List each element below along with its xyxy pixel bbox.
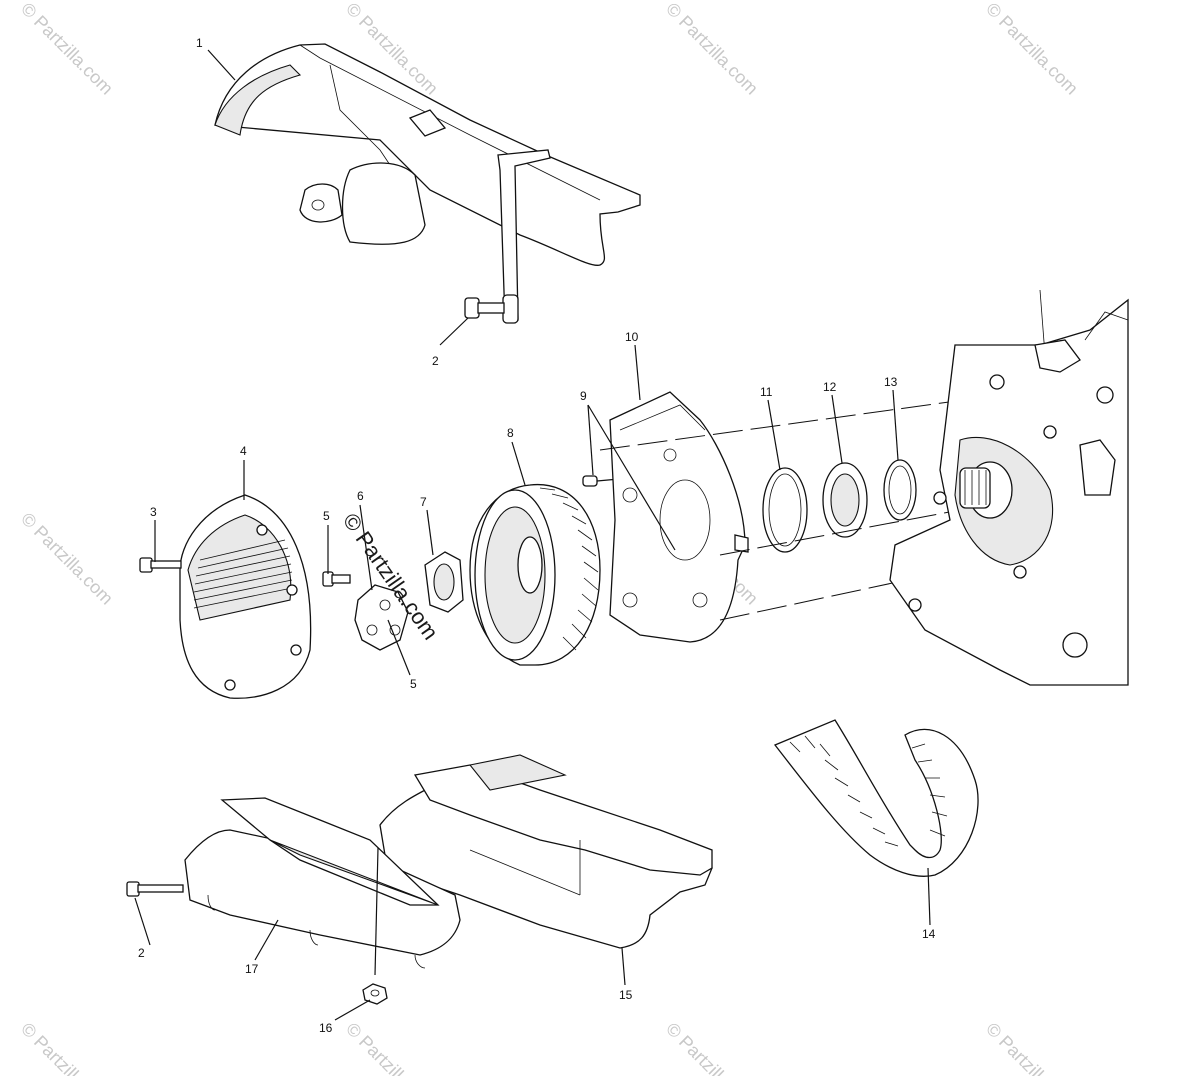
part-15-lower-guard[interactable] — [379, 754, 713, 949]
callout-15: 15 — [619, 988, 633, 1002]
part-16-nut[interactable] — [362, 983, 388, 1005]
callout-6: 6 — [357, 489, 364, 503]
watermark-text: © Partzilla.com — [342, 1019, 442, 1076]
part-2-bolt-lower[interactable] — [126, 881, 184, 897]
part-1-upper-guard[interactable] — [214, 43, 641, 324]
callout-10: 10 — [625, 330, 639, 344]
part-8-sprocket[interactable] — [469, 484, 601, 666]
callout-3: 3 — [150, 505, 157, 519]
callout-14: 14 — [922, 927, 936, 941]
watermark-text: © Partzilla.com — [982, 0, 1082, 99]
callout-11: 11 — [760, 385, 773, 399]
callout-4: 4 — [240, 444, 247, 458]
callout-labels: 1 2 3 4 5 5 6 7 8 9 10 11 12 13 14 15 16… — [138, 36, 936, 1035]
callout-7: 7 — [420, 495, 427, 509]
callout-2: 2 — [138, 946, 145, 960]
cover-fins — [193, 539, 293, 609]
callout-13: 13 — [884, 375, 898, 389]
part-3-screw[interactable] — [139, 557, 182, 573]
watermark-text: © Partzilla.com — [662, 0, 762, 99]
part-12-bearing[interactable] — [822, 462, 868, 538]
belt-teeth — [789, 735, 948, 847]
callout-5: 5 — [410, 677, 417, 691]
watermark-text: © Partzilla.com — [982, 1019, 1082, 1076]
part-7-nut[interactable] — [424, 551, 464, 613]
part-6-retainer-plate[interactable] — [354, 584, 409, 651]
sprocket-teeth — [539, 487, 599, 651]
callout-5: 5 — [323, 509, 330, 523]
callout-16: 16 — [319, 1021, 333, 1035]
chaincase-housing[interactable] — [889, 289, 1129, 686]
part-2-bolt-upper[interactable] — [464, 297, 505, 319]
part-17-lower-guard[interactable] — [184, 797, 461, 969]
watermark-text: © Partzilla.com — [17, 1019, 117, 1076]
callout-2: 2 — [432, 354, 439, 368]
part-11-snap-ring[interactable] — [762, 467, 808, 553]
callout-9: 9 — [580, 389, 587, 403]
watermark-text: © Partzilla.com — [662, 1019, 762, 1076]
watermark-text: © Partzilla.com — [17, 0, 117, 99]
part-14-drive-belt[interactable] — [773, 719, 979, 877]
part-4-drive-cover[interactable] — [179, 494, 312, 699]
part-10-housing-plate[interactable] — [609, 391, 749, 643]
part-5-bolt[interactable] — [322, 571, 351, 587]
callout-1: 1 — [196, 36, 203, 50]
callout-17: 17 — [245, 962, 259, 976]
leader-lines — [134, 49, 931, 1021]
callout-12: 12 — [823, 380, 837, 394]
part-13-o-ring[interactable] — [883, 459, 917, 521]
watermark-text: © Partzilla.com — [17, 509, 117, 609]
callout-8: 8 — [507, 426, 514, 440]
